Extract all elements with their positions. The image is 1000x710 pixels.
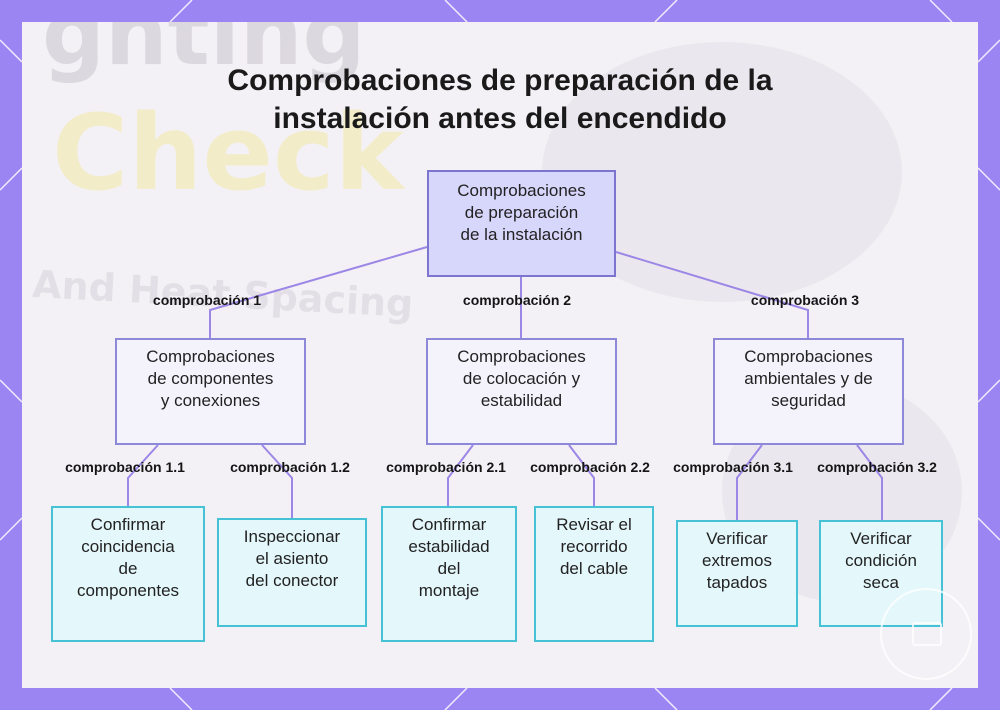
node-dry-condition: Verificar condición seca — [819, 520, 943, 627]
node-label: Comprobaciones de preparación de la inst… — [457, 181, 586, 244]
node-label: Comprobaciones de componentes y conexion… — [146, 347, 275, 410]
edge-label: comprobación 2.2 — [530, 459, 650, 475]
node-label: Comprobaciones de colocación y estabilid… — [457, 347, 586, 410]
edge-3-1 — [736, 444, 763, 520]
node-root: Comprobaciones de preparación de la inst… — [427, 170, 616, 277]
node-label: Comprobaciones ambientales y de segurida… — [744, 347, 873, 410]
node-label: Revisar el recorrido del cable — [556, 515, 632, 578]
edge-3 — [615, 251, 809, 338]
node-cable-route: Revisar el recorrido del cable — [534, 506, 654, 642]
title-line: Comprobaciones de preparación de la — [227, 64, 773, 97]
edge-label: comprobación 2 — [462, 292, 572, 308]
edge-label: comprobación 3.2 — [817, 459, 937, 475]
node-label: Verificar condición seca — [845, 529, 917, 592]
edge-2-2 — [568, 444, 595, 506]
node-label: Confirmar coincidencia de componentes — [76, 515, 180, 600]
edge-1 — [209, 246, 428, 338]
edge-label: comprobación 1.1 — [65, 459, 185, 475]
node-placement: Comprobaciones de colocación y estabilid… — [426, 338, 617, 445]
edge-2-1 — [447, 444, 474, 506]
node-environment: Comprobaciones ambientales y de segurida… — [713, 338, 904, 445]
edge-label: comprobación 2.1 — [386, 459, 506, 475]
edge-1-1 — [127, 444, 159, 506]
title-line: instalación antes del encendido — [273, 102, 727, 135]
node-label: Inspeccionar el asiento del conector — [243, 527, 341, 590]
edge-1-2 — [261, 444, 293, 518]
background-word: ghting — [42, 22, 366, 85]
watermark-seal — [880, 588, 972, 680]
node-label: Verificar extremos tapados — [702, 529, 772, 592]
edge-3-2 — [856, 444, 883, 520]
edge-label: comprobación 1.2 — [230, 459, 350, 475]
node-components: Comprobaciones de componentes y conexion… — [115, 338, 306, 445]
node-label: Confirmar estabilidad del montaje — [408, 515, 490, 600]
node-component-match: Confirmar coincidencia de componentes — [51, 506, 205, 642]
node-mount-stability: Confirmar estabilidad del montaje — [381, 506, 517, 642]
node-connector-seat: Inspeccionar el asiento del conector — [217, 518, 367, 627]
node-capped-ends: Verificar extremos tapados — [676, 520, 798, 627]
edge-label: comprobación 3 — [750, 292, 860, 308]
background-word: Check — [52, 92, 404, 214]
edge-label: comprobación 1 — [152, 292, 262, 308]
edge-label: comprobación 3.1 — [673, 459, 793, 475]
diagram-title: Comprobaciones de preparación de la inst… — [0, 62, 1000, 138]
